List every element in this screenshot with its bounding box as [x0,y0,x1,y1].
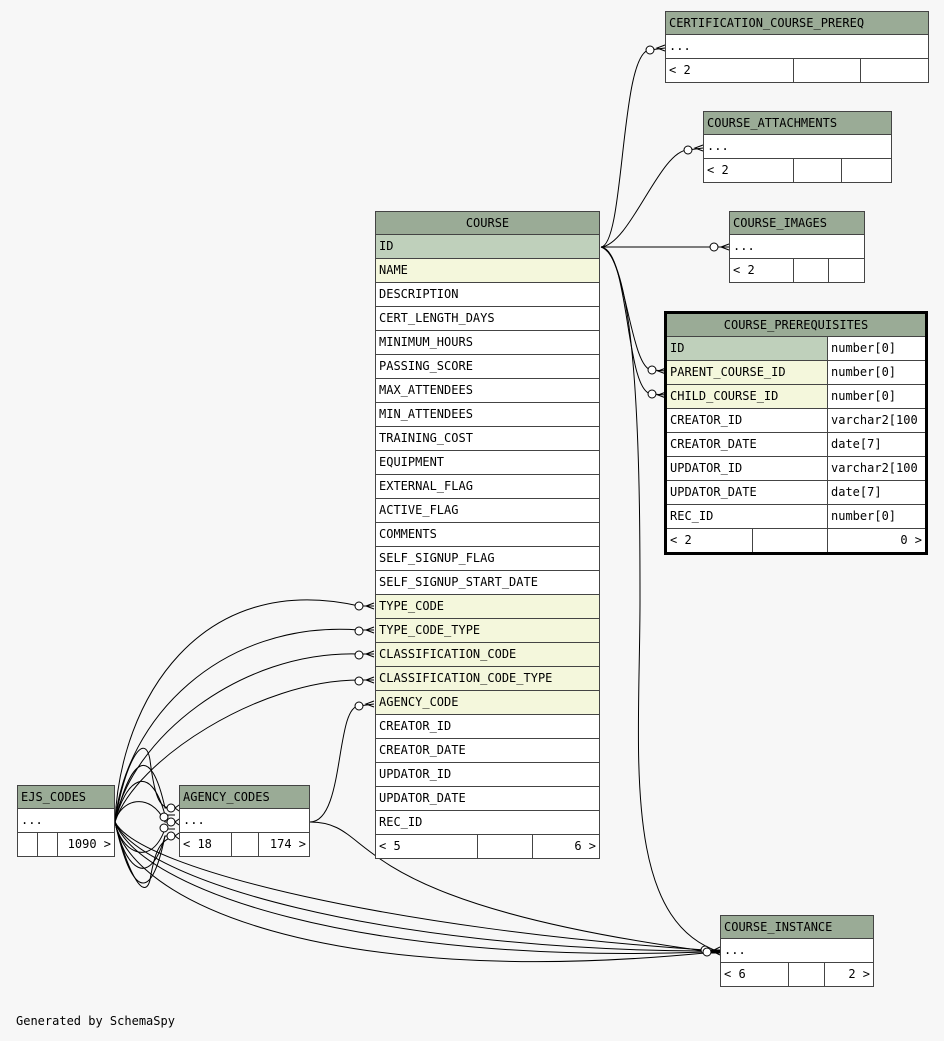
cardinality-circle [700,945,710,955]
cardinality-circle [354,676,364,686]
course-table-title: COURSE [376,212,599,235]
course-column-self-signup-flag: SELF_SIGNUP_FLAG [376,547,599,571]
ejs-codes-footer: 1090 > [18,833,114,856]
course-column-external-flag: EXTERNAL_FLAG [376,475,599,499]
course-prerequisites-parents-count[interactable]: < 2 [667,529,753,552]
course-column-type-code: TYPE_CODE [376,595,599,619]
cardinality-circle [647,389,657,399]
cardinality-circle [354,650,364,660]
cardinality-circle [354,701,364,711]
course-column-name: NAME [376,259,599,283]
course-column-training-cost: TRAINING_COST [376,427,599,451]
course-column-description: DESCRIPTION [376,283,599,307]
cardinality-circle [354,601,364,611]
course-column-rec-id: REC_ID [376,811,599,835]
course-column-max-attendees: MAX_ATTENDEES [376,379,599,403]
course-prerequisites-footer: < 2 0 > [667,529,925,552]
course-column-agency-code: AGENCY_CODE [376,691,599,715]
course-column-active-flag: ACTIVE_FLAG [376,499,599,523]
certification-course-prereq-columns: ... [666,35,928,59]
ejs-codes-columns: ... [18,809,114,833]
cardinality-circle [166,803,176,813]
course-images-title: COURSE_IMAGES [730,212,864,235]
course-column-updator-id: UPDATOR_ID [376,763,599,787]
link-course-attachments [600,147,704,248]
certification-course-prereq-table[interactable]: CERTIFICATION_COURSE_PREREQ ... < 2 [665,11,929,83]
agency-codes-title: AGENCY_CODES [180,786,309,809]
course-column-self-signup-start-date: SELF_SIGNUP_START_DATE [376,571,599,595]
course-column-classification-code: CLASSIFICATION_CODE [376,643,599,667]
course-attachments-columns: ... [704,135,891,159]
ejs-codes-table[interactable]: EJS_CODES ... 1090 > [17,785,115,857]
course-attachments-footer: < 2 [704,159,891,182]
course-images-parents-count[interactable]: < 2 [730,259,794,282]
ejs-codes-children-count[interactable]: 1090 > [67,837,111,851]
course-column-id: ID [376,235,599,259]
course-column-passing-score: PASSING_SCORE [376,355,599,379]
course-table[interactable]: COURSE ID NAME DESCRIPTION CERT_LENGTH_D… [375,211,600,859]
certification-course-prereq-parents-count[interactable]: < 2 [666,59,794,82]
course-instance-footer: < 6 2 > [721,963,873,986]
cardinality-circle [159,823,169,833]
course-prerequisites-title: COURSE_PREREQUISITES [667,314,925,337]
course-column-updator-date: UPDATOR_DATE [376,787,599,811]
cardinality-circle [166,817,176,827]
course-images-footer: < 2 [730,259,864,282]
course-table-footer: < 5 6 > [376,835,599,858]
course-column-classification-code-type: CLASSIFICATION_CODE_TYPE [376,667,599,691]
agency-codes-footer: < 18 174 > [180,833,309,856]
course-children-count[interactable]: 6 > [574,839,596,853]
cardinality-circle [683,145,693,155]
course-instance-columns: ... [721,939,873,963]
course-column-creator-date: CREATOR_DATE [376,739,599,763]
course-instance-title: COURSE_INSTANCE [721,916,873,939]
generated-by-label: Generated by SchemaSpy [16,1014,175,1028]
course-column-equipment: EQUIPMENT [376,451,599,475]
cardinality-circle [647,365,657,375]
agency-codes-children-count[interactable]: 174 > [269,837,306,851]
cardinality-circle [166,831,176,841]
course-column-minimum-hours: MINIMUM_HOURS [376,331,599,355]
agency-codes-parents-count[interactable]: < 18 [180,833,232,856]
certification-course-prereq-title: CERTIFICATION_COURSE_PREREQ [666,12,928,35]
agency-codes-columns: ... [180,809,309,833]
course-attachments-parents-count[interactable]: < 2 [704,159,794,182]
cardinality-circle [645,45,655,55]
course-prerequisites-children-count[interactable]: 0 > [900,533,922,547]
certification-course-prereq-footer: < 2 [666,59,928,82]
course-column-min-attendees: MIN_ATTENDEES [376,403,599,427]
cardinality-circle [702,947,712,957]
cardinality-circle [159,812,169,822]
course-column-type-code-type: TYPE_CODE_TYPE [376,619,599,643]
course-parents-count[interactable]: < 5 [376,835,478,858]
course-instance-parents-count[interactable]: < 6 [721,963,789,986]
course-attachments-table[interactable]: COURSE_ATTACHMENTS ... < 2 [703,111,892,183]
ejs-codes-title: EJS_CODES [18,786,114,809]
course-instance-table[interactable]: COURSE_INSTANCE ... < 6 2 > [720,915,874,987]
course-attachments-title: COURSE_ATTACHMENTS [704,112,891,135]
course-images-columns: ... [730,235,864,259]
link-agency-codes-agency-code [309,703,375,823]
cardinality-circle [354,626,364,636]
course-column-comments: COMMENTS [376,523,599,547]
link-course-cert-prereq [600,47,666,248]
course-column-creator-id: CREATOR_ID [376,715,599,739]
course-column-cert-length-days: CERT_LENGTH_DAYS [376,307,599,331]
course-instance-children-count[interactable]: 2 > [848,967,870,981]
link-course-child-course-id [600,246,667,396]
link-course-parent-course-id [600,246,667,372]
agency-codes-table[interactable]: AGENCY_CODES ... < 18 174 > [179,785,310,857]
cardinality-circle [709,242,719,252]
course-images-table[interactable]: COURSE_IMAGES ... < 2 [729,211,865,283]
